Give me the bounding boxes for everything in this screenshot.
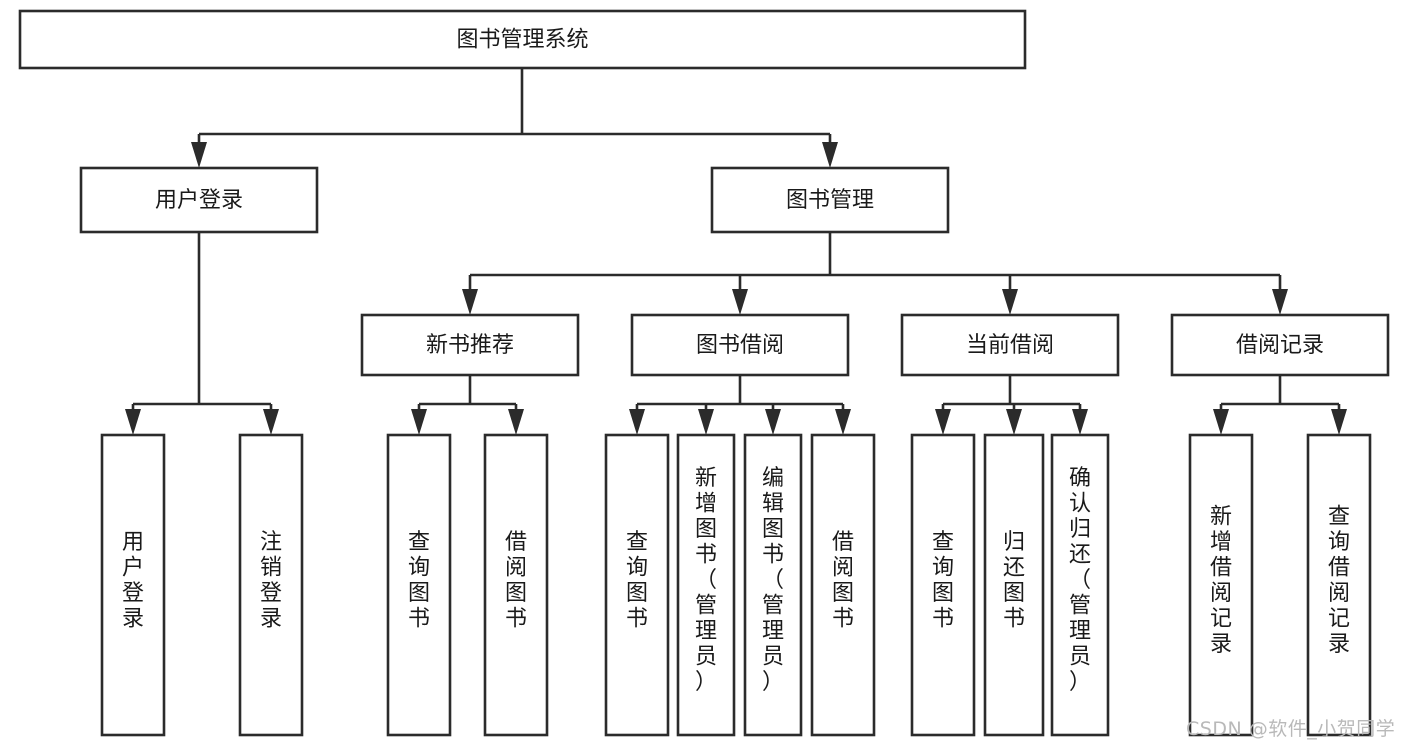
node-leaf-add-book[interactable]: 新增图书（管理员） (676, 433, 736, 737)
nodes-layer: 图书管理系统用户登录图书管理新书推荐图书借阅当前借阅借阅记录用户登录注销登录查询… (18, 9, 1390, 737)
node-root[interactable]: 图书管理系统 (18, 9, 1027, 70)
node-label-leaf-borrow-book-1: 借阅图书 (505, 530, 527, 632)
node-leaf-query-book-2[interactable]: 查询图书 (604, 433, 670, 737)
node-leaf-query-book-3[interactable]: 查询图书 (910, 433, 976, 737)
node-label-leaf-confirm-return: 确认归还（管理员） (1069, 466, 1091, 695)
node-label-leaf-query-book-2: 查询图书 (626, 530, 648, 632)
node-box-leaf-borrow-book-2[interactable] (810, 433, 876, 737)
edges-layer (125, 68, 1347, 435)
edge-group-newbook-to-leaves (411, 375, 524, 435)
node-leaf-user-login[interactable]: 用户登录 (100, 433, 166, 737)
node-box-new-book-rec[interactable] (360, 313, 580, 377)
node-new-book-rec[interactable]: 新书推荐 (360, 313, 580, 377)
node-box-leaf-edit-book[interactable] (743, 433, 803, 737)
node-box-borrow-record[interactable] (1170, 313, 1390, 377)
node-label-leaf-return-book: 归还图书 (1003, 530, 1025, 632)
node-leaf-borrow-book-2[interactable]: 借阅图书 (810, 433, 876, 737)
node-label-book-borrow: 图书借阅 (696, 333, 784, 358)
node-book-manage[interactable]: 图书管理 (710, 166, 950, 234)
node-box-leaf-query-book-1[interactable] (386, 433, 452, 737)
edge-group-root-to-level1 (191, 68, 838, 168)
node-leaf-query-book-1[interactable]: 查询图书 (386, 433, 452, 737)
node-leaf-return-book[interactable]: 归还图书 (983, 433, 1045, 737)
node-box-leaf-add-book[interactable] (676, 433, 736, 737)
watermark-text: CSDN @软件_小贺同学 (1186, 718, 1396, 740)
node-box-current-borrow[interactable] (900, 313, 1120, 377)
node-box-leaf-confirm-return[interactable] (1050, 433, 1110, 737)
node-label-current-borrow: 当前借阅 (966, 333, 1054, 358)
node-leaf-query-record[interactable]: 查询借阅记录 (1306, 433, 1372, 737)
edge-group-currentborrow-to-leaves (935, 375, 1088, 435)
node-label-borrow-record: 借阅记录 (1236, 333, 1324, 358)
node-leaf-add-record[interactable]: 新增借阅记录 (1188, 433, 1254, 737)
edge-group-level1-to-level2 (462, 232, 1288, 315)
node-borrow-record[interactable]: 借阅记录 (1170, 313, 1390, 377)
node-label-leaf-query-book-1: 查询图书 (408, 530, 430, 632)
node-box-leaf-query-record[interactable] (1306, 433, 1372, 737)
node-box-leaf-query-book-3[interactable] (910, 433, 976, 737)
node-box-leaf-add-record[interactable] (1188, 433, 1254, 737)
node-box-book-borrow[interactable] (630, 313, 850, 377)
node-label-leaf-borrow-book-2: 借阅图书 (832, 530, 854, 632)
edge-group-userlogin-to-leaves (125, 232, 279, 435)
node-leaf-borrow-book-1[interactable]: 借阅图书 (483, 433, 549, 737)
edge-group-bookborrow-to-leaves (629, 375, 851, 435)
edge-group-borrowrecord-to-leaves (1213, 375, 1347, 435)
node-label-new-book-rec: 新书推荐 (426, 333, 514, 358)
node-label-book-manage: 图书管理 (786, 188, 874, 213)
node-label-leaf-user-logout: 注销登录 (260, 530, 282, 632)
node-label-leaf-add-book: 新增图书（管理员） (695, 466, 717, 695)
node-label-root: 图书管理系统 (456, 28, 588, 53)
node-current-borrow[interactable]: 当前借阅 (900, 313, 1120, 377)
node-leaf-confirm-return[interactable]: 确认归还（管理员） (1050, 433, 1110, 737)
node-label-leaf-add-record: 新增借阅记录 (1210, 504, 1232, 657)
node-box-leaf-return-book[interactable] (983, 433, 1045, 737)
node-box-user-login[interactable] (79, 166, 319, 234)
node-label-leaf-user-login: 用户登录 (122, 530, 144, 632)
node-box-book-manage[interactable] (710, 166, 950, 234)
node-box-leaf-borrow-book-1[interactable] (483, 433, 549, 737)
node-user-login[interactable]: 用户登录 (79, 166, 319, 234)
node-label-user-login: 用户登录 (155, 188, 243, 213)
node-label-leaf-edit-book: 编辑图书（管理员） (762, 466, 784, 695)
node-box-leaf-user-login[interactable] (100, 433, 166, 737)
node-label-leaf-query-book-3: 查询图书 (932, 530, 954, 632)
node-box-leaf-query-book-2[interactable] (604, 433, 670, 737)
node-box-leaf-user-logout[interactable] (238, 433, 304, 737)
node-leaf-user-logout[interactable]: 注销登录 (238, 433, 304, 737)
node-box-root[interactable] (18, 9, 1027, 70)
node-label-leaf-query-record: 查询借阅记录 (1328, 504, 1350, 657)
node-leaf-edit-book[interactable]: 编辑图书（管理员） (743, 433, 803, 737)
node-book-borrow[interactable]: 图书借阅 (630, 313, 850, 377)
